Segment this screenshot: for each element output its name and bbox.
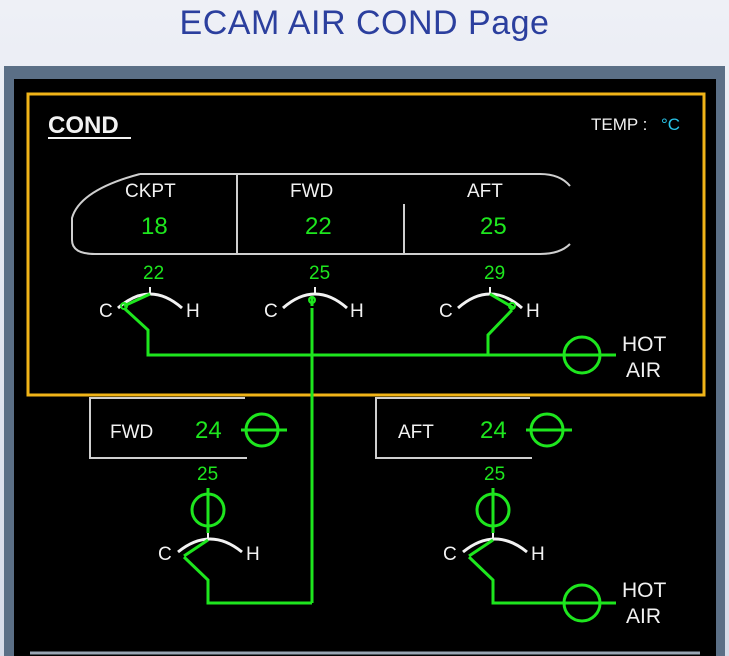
cargo-aft-duct-temp: 25 (484, 464, 505, 485)
cargo-fwd-label: FWD (110, 422, 153, 443)
cargo-aft-label: AFT (398, 422, 434, 443)
cabin-hot-air-valve (562, 335, 602, 375)
cargo-aft-valve-c: C (443, 544, 457, 565)
trim-valve-cargo-aft: C H (443, 533, 545, 565)
duct-fwd-temp: 25 (309, 263, 330, 284)
zone-ckpt-label: CKPT (125, 181, 176, 202)
zone-fwd-label: FWD (290, 181, 333, 202)
cabin-hot-air-line (122, 306, 616, 603)
cargo-fwd-valve-c: C (158, 544, 172, 565)
cargo-fwd-inlet-valve (190, 488, 226, 533)
cargo-aft-temp: 24 (480, 417, 507, 444)
cargo-fwd-duct-temp: 25 (197, 464, 218, 485)
duct-aft-temp: 29 (484, 263, 505, 284)
zone-fwd-temp: 22 (305, 213, 332, 240)
cargo-hot-label: HOT (622, 579, 667, 602)
cargo-fwd-valve-h: H (246, 544, 260, 565)
zone-aft-label: AFT (467, 181, 503, 202)
cargo-air-label: AIR (626, 605, 661, 628)
trim-valve-aft: C H (439, 287, 540, 322)
trim-valve-fwd: C H (264, 287, 364, 322)
temp-label: TEMP : (591, 115, 647, 134)
fwd-valve-h: H (350, 301, 364, 322)
cargo-fwd-temp: 24 (195, 417, 222, 444)
cargo-aft-hot-air-line (467, 555, 564, 605)
temp-unit: °C (661, 115, 680, 134)
aft-valve-c: C (439, 301, 453, 322)
zone-ckpt-temp: 18 (141, 213, 168, 240)
cargo-aft-outline (375, 397, 532, 459)
cargo-fwd-hot-air-line (182, 555, 312, 605)
cargo-fwd-isol-valve (241, 412, 287, 448)
duct-ckpt-temp: 22 (143, 263, 164, 284)
cargo-hot-air-valve (562, 583, 616, 623)
cargo-aft-valve-h: H (531, 544, 545, 565)
fwd-valve-c: C (264, 301, 278, 322)
cargo-aft-inlet-valve (475, 488, 511, 533)
cabin-hot-label: HOT (622, 333, 667, 356)
cargo-fwd-outline (89, 397, 247, 459)
cargo-aft-isol-valve (526, 412, 572, 448)
fuselage-outline (71, 173, 571, 255)
aft-valve-h: H (526, 301, 540, 322)
ckpt-valve-c: C (99, 301, 113, 322)
cond-title: COND (48, 112, 119, 139)
ckpt-valve-h: H (186, 301, 200, 322)
cond-highlight-frame (26, 92, 706, 397)
trim-valve-cargo-fwd: C H (158, 533, 260, 565)
trim-valve-ckpt: C H (99, 287, 200, 322)
zone-aft-temp: 25 (480, 213, 507, 240)
page-title: ECAM AIR COND Page (179, 4, 550, 42)
cabin-air-label: AIR (626, 359, 661, 382)
ecam-screen (14, 79, 716, 656)
